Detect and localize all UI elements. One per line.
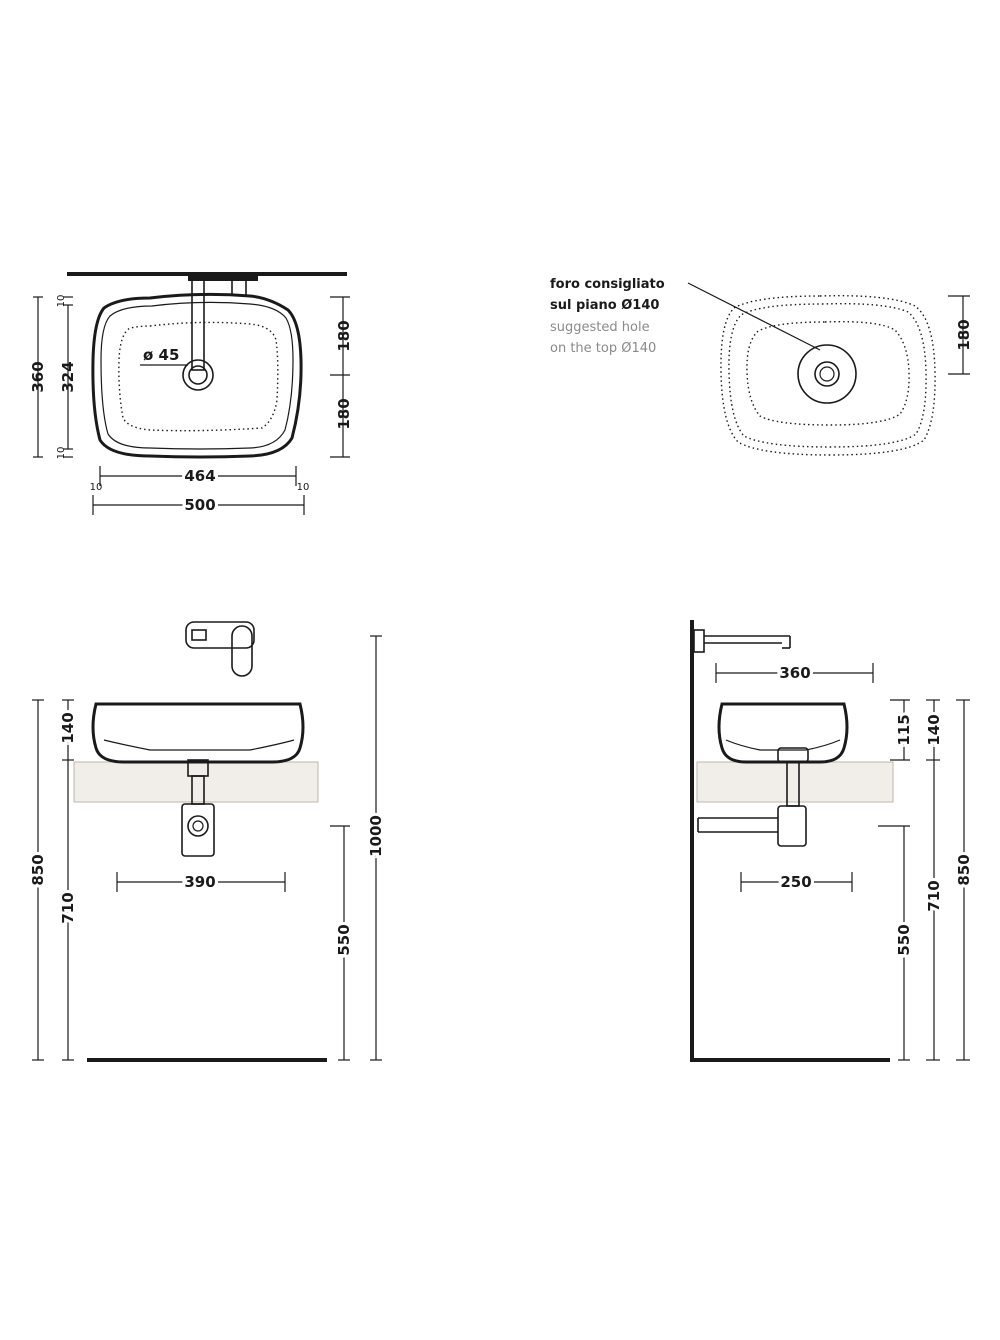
spout-wall-plate [693,629,705,653]
note-en-line2: on the top Ø140 [550,341,656,356]
mixer-knob [191,629,207,641]
side-countertop [696,761,894,803]
hole-outline-inner [746,321,910,426]
mixer-plate [188,275,258,281]
side-basin-inner [725,739,841,751]
side-trap-body [777,805,807,847]
bottle-trap-outlet [187,815,209,837]
dim-10-top-label: 10 [56,295,67,308]
dim-360-label: 360 [29,361,47,392]
dim-side-850-label: 850 [955,854,973,885]
suggested-hole-inner [819,366,835,382]
dim-500-label: 500 [184,496,215,514]
dim-850-label: 850 [29,854,47,885]
dim-115-label: 115 [895,714,913,745]
basin-front-inner [103,739,295,751]
hole-outline-mid [728,302,927,448]
drain-inner [188,365,208,385]
dim-250-label: 250 [780,873,811,891]
basin-inner-rim [100,301,294,450]
suggested-hole-outer [797,344,857,404]
suggested-hole-mid [814,361,840,387]
dim-710-label: 710 [59,892,77,923]
basin-outer-rim [91,292,303,459]
dim-1000-label: 1000 [367,815,385,857]
spout-pipe [191,279,205,371]
bottle-trap [181,803,215,857]
dim-side-550-label: 550 [895,924,913,955]
note-leader [687,282,821,351]
dim-180-lower-label: 180 [335,398,353,429]
front-view: 390 850 140 710 550 1000 [26,621,388,1062]
hole-outline-outer [720,295,936,456]
note-en-line1: suggested hole [550,320,650,335]
hole-offset-label: 180 [955,319,973,350]
dim-10-bottom-label: 10 [56,447,67,460]
dim-side-140-label: 140 [925,714,943,745]
dim-550-label: 550 [335,924,353,955]
basin-front [91,702,305,764]
dim-464-label: 464 [184,467,215,485]
note-it-line1: foro consigliato [550,277,665,292]
drain-diameter-label: ø 45 [143,346,179,364]
note-it-line2: sul piano Ø140 [550,298,659,313]
dim-side-360-label: 360 [779,664,810,682]
dim-side-710-label: 710 [925,880,943,911]
mixer-plate-front [185,621,255,649]
countertop [73,761,319,803]
mixer-handle [231,625,253,677]
dim-180-upper-label: 180 [335,320,353,351]
side-view: 360 250 115 550 140 710 850 [690,620,976,1062]
dim-10-right-label: 10 [297,482,310,493]
dim-390-label: 390 [184,873,215,891]
top-view: ø 45 360 324 10 10 180 180 464 10 10 500 [29,272,353,517]
dim-10-left-label: 10 [90,482,103,493]
dim-140-label: 140 [59,712,77,743]
side-basin [717,702,849,764]
drain-outer [182,359,214,391]
bottle-trap-outlet-inner [192,820,204,832]
hole-view: foro consigliato sul piano Ø140 suggeste… [550,277,973,456]
dim-324-label: 324 [59,361,77,392]
